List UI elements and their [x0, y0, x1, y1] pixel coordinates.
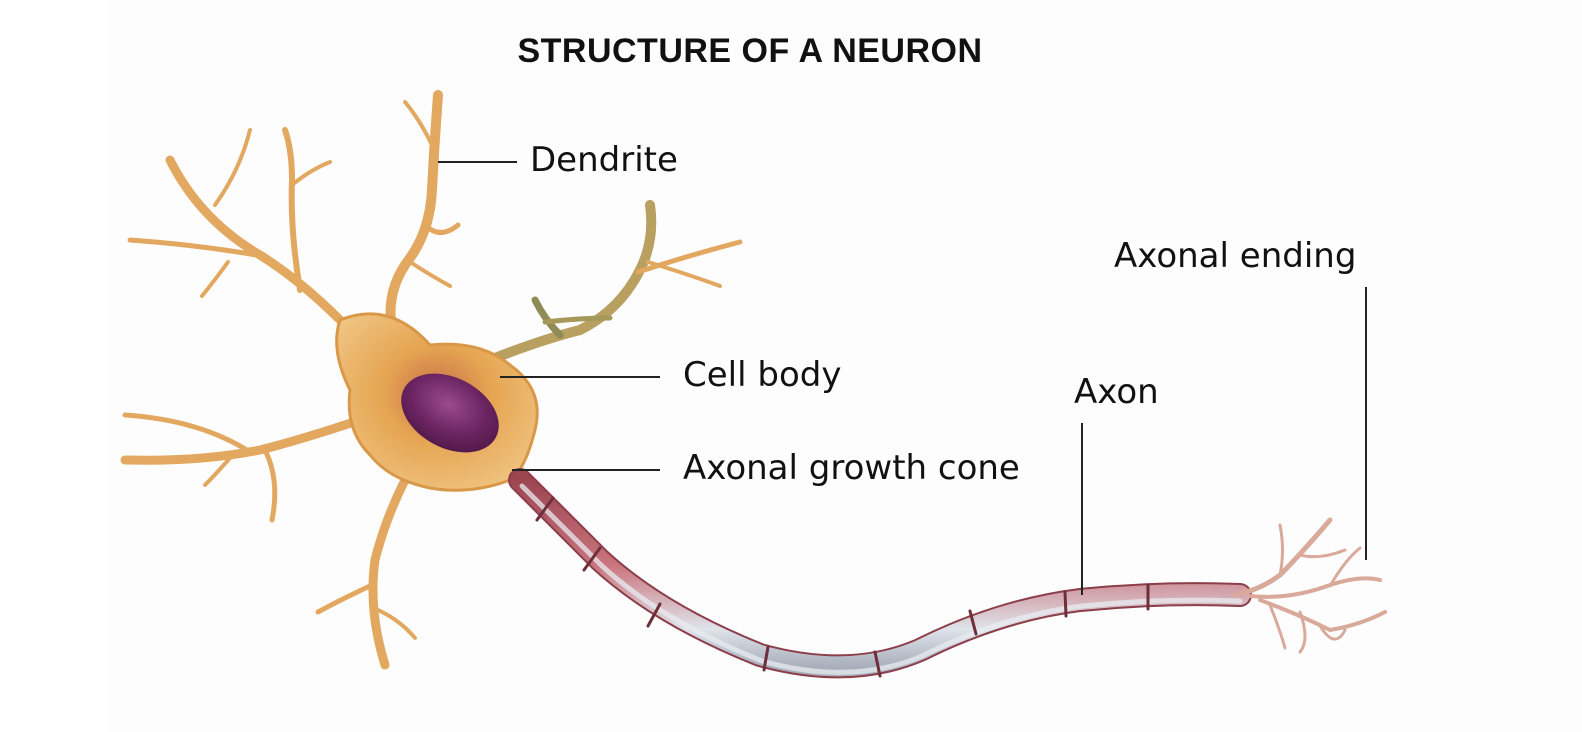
axon-terminals: [1232, 517, 1387, 654]
diagram-title: STRUCTURE OF A NEURON: [517, 32, 983, 70]
dendrite-branch: [368, 475, 410, 670]
label-axonal-ending: Axonal ending: [1114, 236, 1357, 276]
label-axonal-growth-cone: Axonal growth cone: [683, 448, 1020, 488]
leader-lines: [438, 161, 1367, 595]
label-cell-body: Cell body: [683, 355, 842, 395]
axon-myelin: [510, 470, 1250, 677]
dendrite-branch: [422, 222, 461, 235]
nucleus: [401, 373, 499, 453]
dendrites: [120, 90, 743, 670]
dendrite-branch: [290, 160, 332, 187]
dendrite-branch: [531, 296, 564, 339]
dendrite-branch: [646, 260, 722, 288]
dendrite-branch: [213, 128, 252, 207]
dendrite-branch: [203, 456, 232, 487]
dendrite-branch: [165, 155, 345, 325]
nodes-of-ranvier: [535, 496, 1150, 678]
label-dendrite: Dendrite: [530, 140, 678, 180]
dendrite-branch: [635, 239, 743, 275]
dendrite-branch: [122, 412, 253, 455]
dendrite-branch: [403, 100, 434, 147]
dendrite-branch: [408, 260, 452, 288]
dendrite-branch: [282, 127, 303, 293]
dendrite-branch: [262, 447, 278, 523]
label-axon: Axon: [1074, 372, 1159, 412]
dendrite-branch: [485, 200, 657, 365]
axon: [508, 468, 1252, 679]
dendrite-branch: [385, 90, 443, 335]
axon-highlight: [519, 483, 1243, 675]
dendrite-branch: [542, 315, 613, 325]
dendrite-branch: [315, 582, 375, 615]
dendrite-branch: [127, 237, 265, 259]
dendrite-branch: [376, 608, 417, 640]
dendrite-branch: [200, 260, 230, 298]
dendrite-branch: [120, 415, 365, 465]
